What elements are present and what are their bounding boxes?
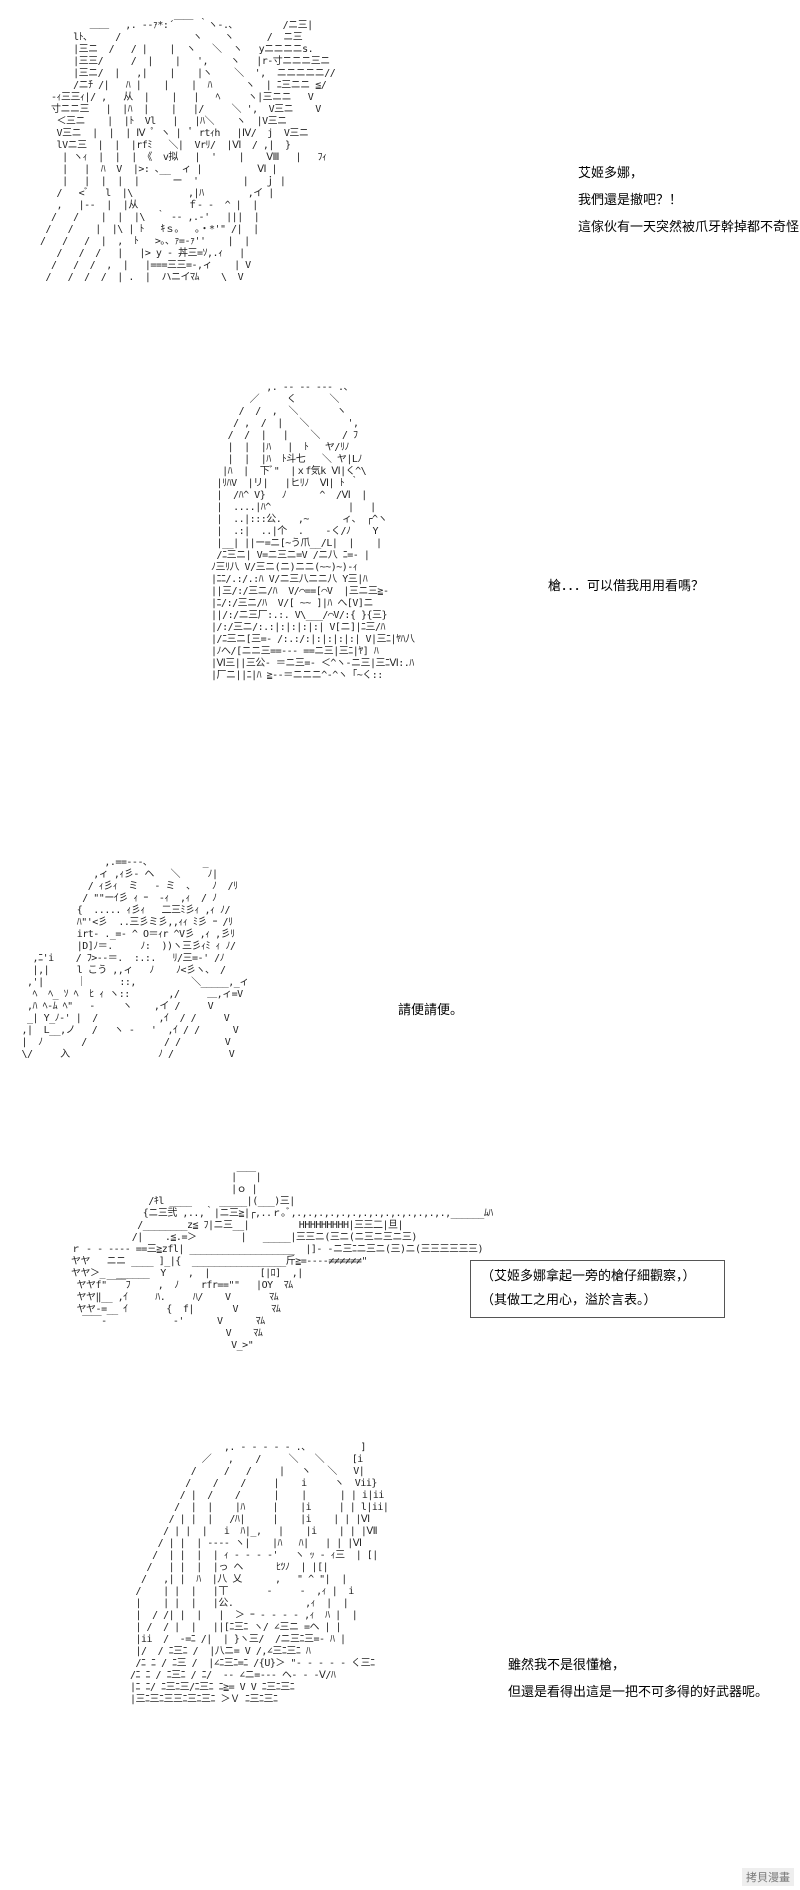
dialog-line: 雖然我不是很懂槍，	[508, 1658, 626, 1673]
watermark: 拷貝漫畫	[742, 1868, 794, 1886]
dialog-box: 艾姬多娜， 我們還是撤吧？！ 這傢伙有一天突然被爪牙幹掉都不奇怪！	[578, 160, 800, 241]
panel-1: ＿＿ ,. -‐ｧ*:´￣￣ ｀ヽ-.､ /ニ三| lﾄ､ / ヽ ヽ / ニ三…	[0, 0, 800, 360]
narration-line: （艾姬多娜拿起一旁的槍仔細觀察，）	[481, 1269, 696, 1284]
panel-3: ,.==‐--､ _ ,ィ ,ｨ彡‐ ヘ ＼ ﾉ| / ｨ彡ｨ ミ ‐ ミ 、 …	[0, 845, 800, 1140]
dialog-box: 雖然我不是很懂槍， 但還是看得出這是一把不可多得的好武器呢。	[508, 1652, 768, 1706]
dialog-line: 艾姬多娜，	[578, 166, 644, 181]
narration-line: （其做工之用心，溢於言表。）	[481, 1293, 657, 1308]
dialog-box: 請便請便。	[398, 997, 463, 1024]
ascii-art-character-2: ,. ‐‐ ‐‐ ‐‐‐ .、 ／ く ＼ / / , ＼ ヽ / , / | …	[211, 382, 415, 681]
ascii-art-character-3: ,.==‐--､ _ ,ィ ,ｨ彡‐ ヘ ＼ ﾉ| / ｨ彡ｨ ミ ‐ ミ 、 …	[21, 857, 250, 1060]
panel-2: ,. ‐‐ ‐‐ ‐‐‐ .、 ／ く ＼ / / , ＼ ヽ / , / | …	[0, 370, 800, 830]
ascii-art-character-4: ,. ‐ ‐ ‐ ‐ ‐ .、 ] ／ , / ＼ ＼ [i / / / | ヽ…	[130, 1442, 389, 1705]
dialog-line: 這傢伙有一天突然被爪牙幹掉都不奇怪！	[578, 220, 800, 235]
dialog-line: 槍．．．可以借我用用看嗎？	[548, 579, 705, 594]
ascii-art-sniper-rifle: |￣￣| |ｏ | /ｷl ____ _____|(___)三| {ニ三弐 ,.…	[71, 1172, 493, 1351]
dialog-box: 槍．．．可以借我用用看嗎？	[548, 573, 704, 600]
panel-5: ,. ‐ ‐ ‐ ‐ ‐ .、 ] ／ , / ＼ ＼ [i / / / | ヽ…	[0, 1430, 800, 1890]
ascii-art-character-1: ＿＿ ,. -‐ｧ*:´￣￣ ｀ヽ-.､ /ニ三| lﾄ､ / ヽ ヽ / ニ三…	[40, 20, 336, 283]
dialog-line: 請便請便。	[398, 1003, 464, 1018]
dialog-line: 但還是看得出這是一把不可多得的好武器呢。	[508, 1685, 769, 1700]
panel-4: |￣￣| |ｏ | /ｷl ____ _____|(___)三| {ニ三弐 ,.…	[0, 1160, 800, 1420]
narration-box: （艾姬多娜拿起一旁的槍仔細觀察，） （其做工之用心，溢於言表。）	[470, 1260, 725, 1318]
dialog-line: 我們還是撤吧？！	[578, 193, 683, 208]
